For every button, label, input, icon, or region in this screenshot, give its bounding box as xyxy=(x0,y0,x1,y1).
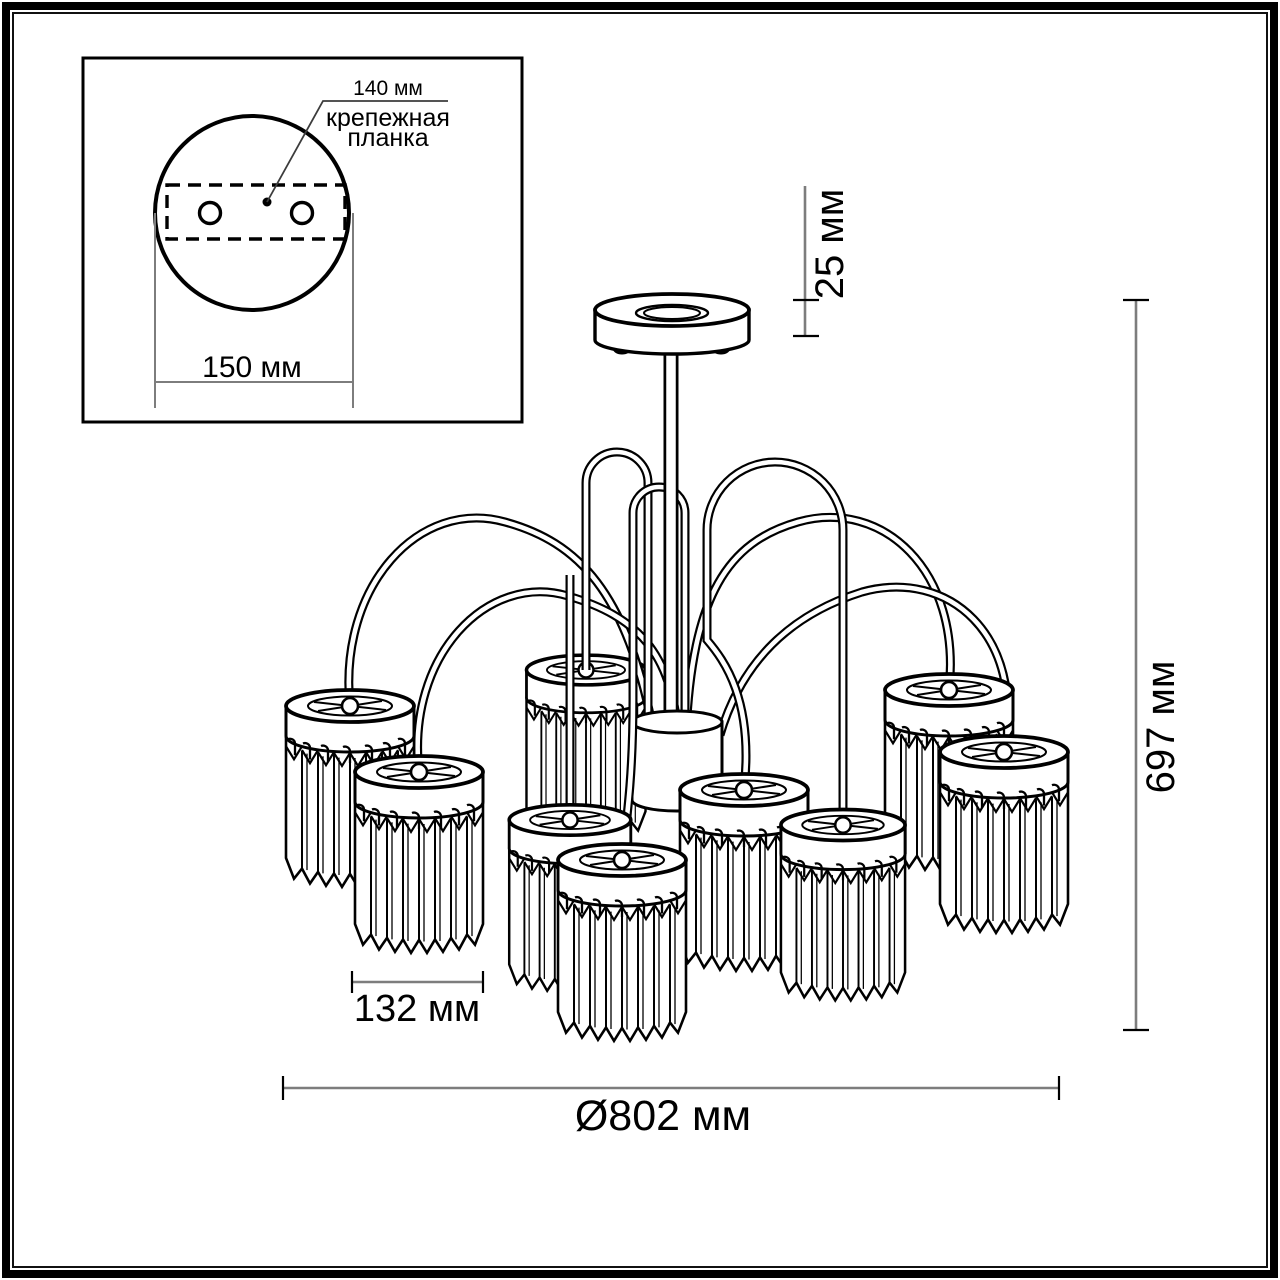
arm-hairpin-middle-inner xyxy=(630,484,688,735)
overall-diameter-label: Ø802 мм xyxy=(575,1092,751,1140)
dim-canopy-height: 25 мм xyxy=(793,186,852,338)
shade-front-center xyxy=(556,842,688,1043)
shade-right-low xyxy=(779,807,907,1003)
dim-total-height: 697 мм xyxy=(1123,298,1183,1032)
arms xyxy=(344,336,1013,825)
mounting-plate-inset: 140 мм крепежная планка 150 мм xyxy=(81,56,524,424)
arm-right-inner-inner xyxy=(717,585,1011,753)
dim-overall-diameter: Ø802 мм xyxy=(281,1076,1061,1140)
shade-right-inner xyxy=(938,734,1070,935)
plate-span-label: 150 мм xyxy=(202,351,302,384)
mounting-hole-right xyxy=(289,200,315,226)
arm-hairpin-left-inner xyxy=(583,449,651,735)
arm-hairpin-right-inner xyxy=(704,459,846,825)
plate-label-line2: планка xyxy=(347,124,428,152)
mounting-bracket-dashed-rect xyxy=(165,183,347,241)
inner-frame xyxy=(12,12,1268,1268)
mounting-hole-left xyxy=(197,200,223,226)
canopy-top-view-circle xyxy=(153,114,351,312)
plate-width-label: 140 мм xyxy=(353,77,423,100)
plate-label-line1: крепежная xyxy=(326,104,450,132)
total-height-label: 697 мм xyxy=(1139,661,1183,794)
leader-line xyxy=(266,100,448,203)
canopy-height-label: 25 мм xyxy=(808,189,852,300)
shade-diameter-label: 132 мм xyxy=(354,988,480,1030)
shade-left-inner xyxy=(353,754,485,955)
arm-left-inner-inner xyxy=(415,589,681,773)
ceiling-canopy xyxy=(593,292,751,356)
dim-shade-diameter: 132 мм xyxy=(350,971,485,1030)
